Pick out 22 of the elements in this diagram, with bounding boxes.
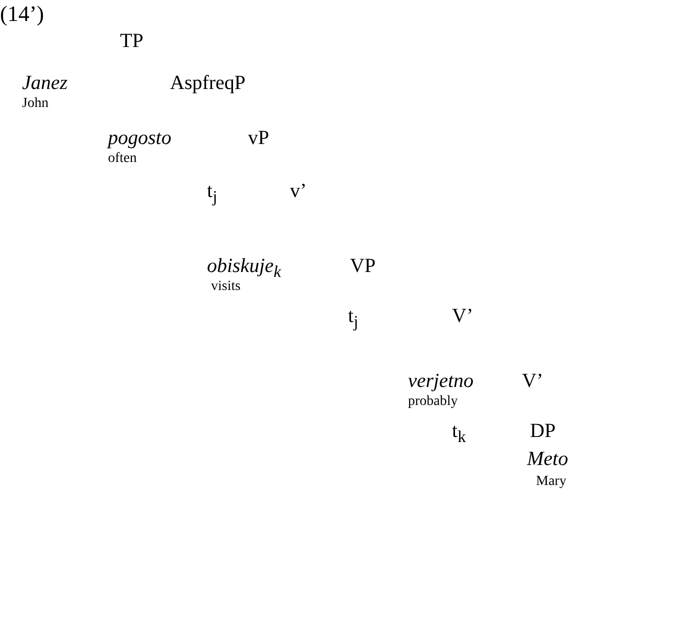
word: obiskuje$_{k}$ [207, 255, 282, 281]
trace: t$_{k}$ [452, 420, 466, 446]
gloss: probably [408, 394, 458, 410]
gloss: visits [211, 279, 241, 294]
word: Janez [22, 72, 68, 94]
phrase-label: v’ [290, 180, 307, 202]
phrase-label: AspfreqP [170, 72, 246, 94]
trace: t$_{j}$ [207, 180, 218, 206]
gloss: Mary [536, 474, 566, 490]
phrase-label: DP [530, 420, 556, 442]
phrase-label: V’ [452, 305, 474, 327]
example-number: (14’) [0, 2, 44, 26]
word: pogosto [108, 127, 172, 149]
trace: t$_{j}$ [348, 305, 358, 332]
phrase-label: VP [350, 255, 376, 277]
phrase-label: TP [120, 30, 144, 52]
phrase-label: vP [248, 127, 270, 149]
gloss: John [22, 96, 48, 112]
word: Meto [527, 448, 568, 470]
word: verjetno [408, 370, 474, 392]
gloss: often [108, 151, 137, 166]
phrase-label: V’ [522, 370, 544, 392]
